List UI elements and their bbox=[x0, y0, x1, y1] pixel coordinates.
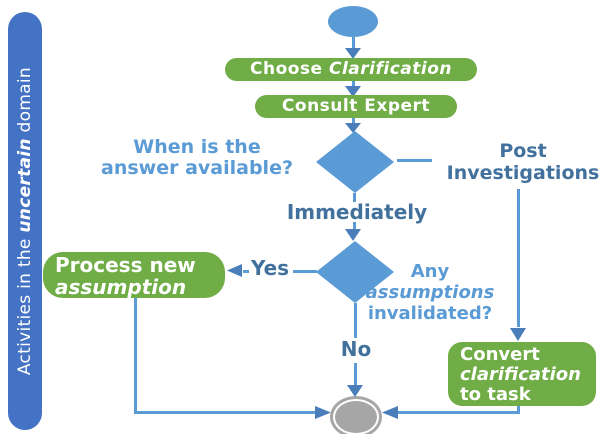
arrowhead-immediately-diamond bbox=[345, 229, 361, 241]
sidebar-title-bar: Activities in the uncertain domain bbox=[8, 12, 42, 430]
arrowhead-convert-end bbox=[382, 406, 398, 419]
sidebar-title-suffix: domain bbox=[15, 66, 35, 139]
connector-diamond-yes bbox=[293, 270, 317, 273]
sidebar-title-emphasis: uncertain bbox=[15, 138, 35, 233]
yes-label: Yes bbox=[250, 256, 290, 280]
connector-yes-process bbox=[243, 270, 249, 273]
when-question-line2: answer available? bbox=[101, 157, 293, 179]
connector-immediately-diamond bbox=[353, 222, 356, 230]
convert-label-line3: to task bbox=[460, 384, 531, 405]
connector-diamond-no bbox=[354, 303, 357, 338]
when-question-label: When is the answer available? bbox=[88, 137, 306, 179]
sidebar-title-prefix: Activities in the bbox=[15, 232, 35, 376]
connector-diamond-immediately bbox=[353, 193, 356, 202]
end-node-inner bbox=[335, 401, 377, 433]
convert-label-line1: Convert bbox=[460, 344, 540, 365]
connector-choose-consult bbox=[352, 81, 355, 87]
any-question-label: Any assumptions invalidated? bbox=[363, 261, 497, 324]
decision-when-diamond bbox=[316, 131, 394, 193]
arrowhead-choose-consult bbox=[345, 86, 361, 97]
start-node bbox=[328, 6, 378, 37]
process-label-line1: Process new bbox=[55, 253, 196, 277]
connector-start-choose bbox=[352, 37, 355, 50]
convert-label-line2: clarification bbox=[460, 364, 581, 385]
connector-process-end bbox=[134, 411, 316, 414]
any-question-line1: Any bbox=[410, 261, 450, 282]
no-label: No bbox=[340, 337, 372, 361]
consult-label: Consult Expert bbox=[281, 96, 431, 116]
post-label-line1: Post bbox=[499, 140, 547, 162]
process-label-line2: assumption bbox=[55, 275, 187, 299]
arrowhead-process-end bbox=[315, 406, 331, 419]
consult-expert-box: Consult Expert bbox=[255, 95, 457, 118]
arrowhead-consult-diamond bbox=[345, 123, 361, 133]
connector-convert-down bbox=[517, 406, 520, 414]
post-investigations-label: Post Investigations bbox=[446, 140, 600, 184]
choose-clarification-box: Choose Clarification bbox=[225, 58, 477, 81]
post-label-line2: Investigations bbox=[446, 162, 600, 184]
process-new-assumption-box: Process new assumption bbox=[43, 252, 225, 298]
connector-process-down bbox=[134, 298, 137, 414]
choose-label: Choose bbox=[249, 59, 329, 79]
when-question-line1: When is the bbox=[133, 136, 261, 158]
any-question-line3: invalidated? bbox=[367, 303, 493, 324]
any-question-line2: assumptions bbox=[365, 282, 495, 303]
connector-consult-diamond bbox=[352, 118, 355, 124]
connector-diamond-post bbox=[397, 159, 432, 162]
connector-no-end bbox=[354, 363, 357, 386]
end-node bbox=[330, 396, 382, 434]
arrowhead-post-convert bbox=[510, 328, 526, 341]
sidebar-title: Activities in the uncertain domain bbox=[15, 67, 35, 375]
arrowhead-yes-process bbox=[227, 264, 242, 277]
connector-post-convert bbox=[517, 189, 520, 327]
immediately-label: Immediately bbox=[286, 200, 428, 224]
convert-clarification-box: Convert clarification to task bbox=[448, 342, 596, 406]
arrowhead-start-choose bbox=[345, 48, 361, 59]
connector-convert-end bbox=[397, 411, 520, 414]
choose-label-italic: Clarification bbox=[329, 59, 452, 79]
